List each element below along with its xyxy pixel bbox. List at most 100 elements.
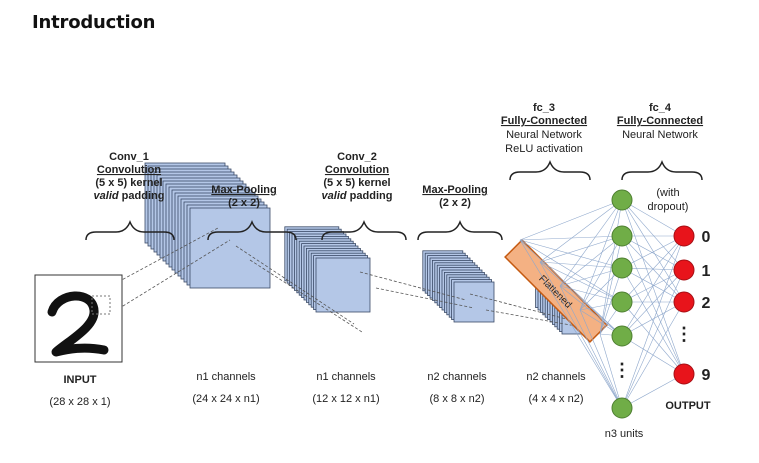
feature-map [315,257,371,313]
conv1-brace [85,219,175,241]
conv2-kernel: (5 x 5) kernel [323,177,390,189]
connection [559,285,623,337]
hidden-neuron [611,189,633,211]
output-class-label: 0 [702,229,711,246]
feature-map [189,207,271,289]
connection [599,235,623,335]
connection [539,199,623,263]
conv1-kernel: (5 x 5) kernel [95,177,162,189]
connection [559,285,623,409]
connection [621,235,685,375]
connection [559,235,623,287]
stack1-dims: (24 x 24 x n1) [192,393,259,405]
conv2-brace [321,219,407,241]
connection [599,333,623,409]
connection [621,301,685,409]
connection [579,199,623,311]
page-title: Introduction [32,12,156,33]
hidden-neuron [611,257,633,279]
feature-map-stack-1 [144,162,271,289]
receptive-field-connector-3 [359,271,475,309]
feature-map-stack-3 [422,250,495,323]
connection [559,285,623,303]
connection [621,199,685,303]
fc4-dropout-2: dropout) [648,201,689,213]
layer-braces [85,159,703,241]
connection [539,235,623,263]
handwritten-digit-2 [47,291,109,357]
pool2-size: (2 x 2) [439,197,471,209]
connection [621,199,685,375]
connection [621,199,685,271]
connection [559,199,623,287]
connection [539,261,623,337]
output-class-label: 2 [702,295,711,312]
input-label: INPUT [64,374,97,386]
fc4-name: fc_4 [649,102,672,114]
connection [621,235,685,269]
stack2-channels: n1 channels [316,371,376,383]
connection [621,267,685,375]
connection [519,239,623,409]
connection [621,373,685,409]
connection [621,235,685,337]
conv1-name: Conv_1 [109,151,149,163]
connection [621,301,685,337]
fc3-line2: ReLU activation [505,143,583,155]
fc4-dropout-1: (with [656,187,679,199]
fc4-line1: Neural Network [622,129,698,141]
connection [519,239,623,337]
connection [621,267,685,303]
connection [621,301,685,375]
output-neuron [673,259,695,281]
output-label: OUTPUT [665,400,711,412]
fc4-type: Fully-Connected [617,115,703,127]
fc4-brace [621,159,703,181]
pool1-brace [207,219,297,241]
hidden-neuron [611,291,633,313]
input-dims: (28 x 28 x 1) [49,396,110,408]
pool1-size: (2 x 2) [228,197,260,209]
stack3-dims: (8 x 8 x n2) [429,393,484,405]
connection [519,239,623,269]
stack2-dims: (12 x 12 x n1) [312,393,379,405]
connection [621,269,685,337]
output-neuron [673,291,695,313]
conv2-padding: valid padding [322,190,393,202]
output-neuron [673,225,695,247]
fc3-name: fc_3 [533,102,555,114]
connection [519,235,623,241]
connection [621,235,685,303]
receptive-field-connector-1 [91,227,231,315]
conv2-type: Convolution [325,164,389,176]
hidden-neuron [611,397,633,419]
conv1-padding: valid padding [94,190,165,202]
fc3-type: Fully-Connected [501,115,587,127]
stack1-channels: n1 channels [196,371,256,383]
connection [539,261,623,409]
input-image [34,274,123,363]
hidden-neuron [611,225,633,247]
connection [539,261,623,303]
pool1-name: Max-Pooling [211,184,276,196]
conv2-name: Conv_2 [337,151,377,163]
fc3-brace [509,159,591,181]
stack3-channels: n2 channels [427,371,487,383]
stack4-channels: n2 channels [526,371,586,383]
connection [621,269,685,409]
receptive-field-connector-2 [235,245,363,333]
feature-map [453,281,495,323]
connection [539,261,623,269]
connection [519,239,623,303]
pool2-name: Max-Pooling [422,184,487,196]
receptive-field-connector-4 [469,293,577,327]
output-ellipsis: ⋮ [675,324,693,344]
hidden-neuron [611,325,633,347]
fc3-line1: Neural Network [506,129,582,141]
output-class-label: 1 [702,263,711,280]
pool2-brace [417,219,503,241]
connection [519,199,623,241]
hidden-ellipsis: ⋮ [613,360,631,380]
feature-map-stack-2 [284,226,371,313]
